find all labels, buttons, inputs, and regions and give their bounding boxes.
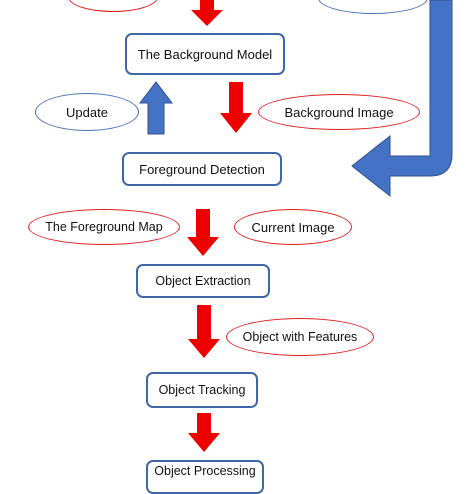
box-object-processing: Object Processing bbox=[146, 460, 264, 494]
ellipse-foreground-map: The Foreground Map bbox=[28, 209, 180, 245]
red-arrow-tracking-to-processing bbox=[188, 413, 220, 452]
box-background-model: The Background Model bbox=[125, 33, 285, 75]
ellipse-update: Update bbox=[35, 93, 139, 131]
flowchart: The Background Model Foreground Detectio… bbox=[28, 0, 453, 494]
box-foreground-detection: Foreground Detection bbox=[122, 152, 282, 186]
ellipse-object-with-features: Object with Features bbox=[226, 318, 374, 356]
ellipse-current-image: Current Image bbox=[234, 209, 352, 245]
box-object-tracking: Object Tracking bbox=[146, 372, 258, 408]
blue-arrow-update bbox=[138, 81, 174, 135]
blue-bent-arrow bbox=[351, 0, 453, 198]
arrow-layer bbox=[138, 0, 453, 452]
ellipse-background-image: Background Image bbox=[258, 94, 420, 130]
red-arrow-model-to-detection bbox=[220, 82, 252, 133]
red-arrow-extraction-to-tracking bbox=[188, 305, 220, 358]
red-arrow-detection-to-extraction bbox=[187, 209, 219, 256]
red-arrow-top bbox=[191, 0, 223, 26]
box-object-extraction: Object Extraction bbox=[136, 264, 270, 298]
